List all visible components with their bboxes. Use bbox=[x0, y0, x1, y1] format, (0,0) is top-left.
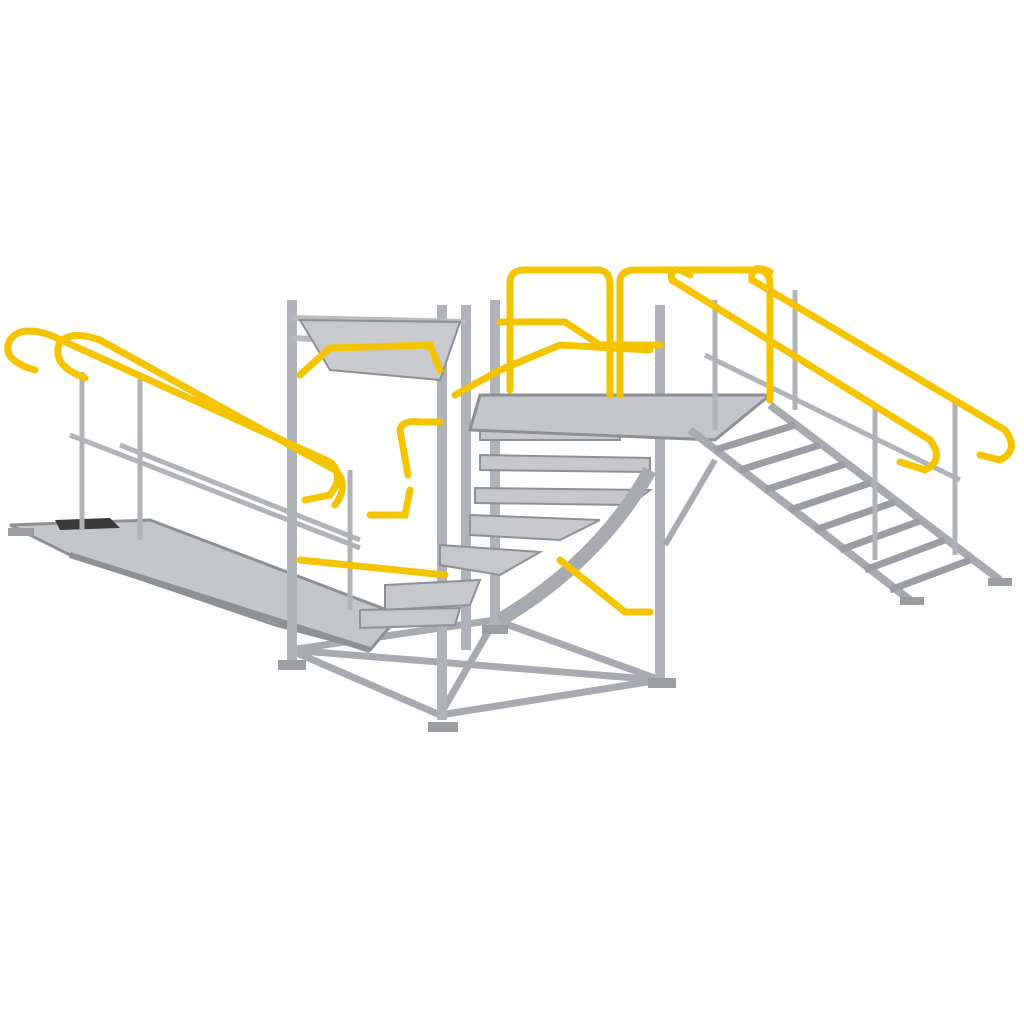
right-platform bbox=[468, 393, 775, 442]
spiral-stringer bbox=[496, 466, 657, 627]
right-stairs bbox=[662, 401, 1003, 604]
guard-posts bbox=[69, 290, 962, 610]
base-plates bbox=[8, 528, 1012, 732]
handrails bbox=[4, 264, 1015, 616]
left-ramp bbox=[9, 518, 403, 653]
